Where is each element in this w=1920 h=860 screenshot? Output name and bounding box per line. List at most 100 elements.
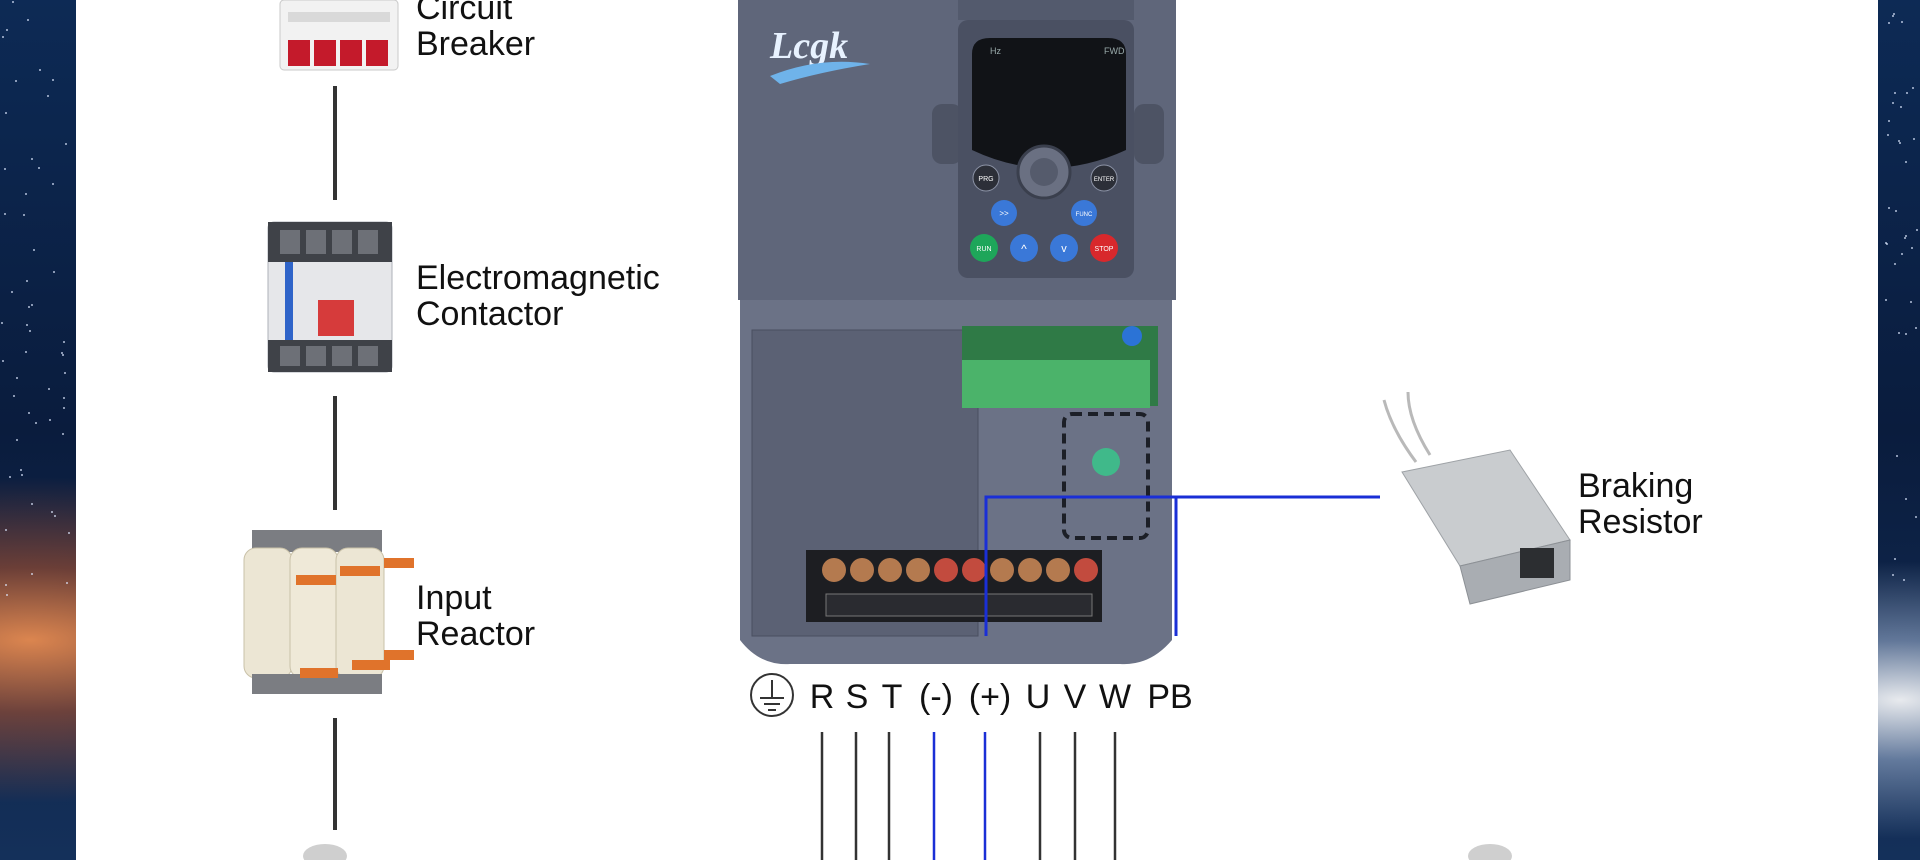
input-reactor-label-line2: Reactor	[416, 615, 536, 653]
star	[30, 158, 33, 161]
braking-resistor-image	[1382, 391, 1571, 605]
shift-key[interactable]	[991, 200, 1017, 226]
stop-key[interactable]	[1090, 234, 1118, 262]
star	[1916, 229, 1919, 232]
star	[26, 323, 29, 326]
star	[1915, 516, 1918, 519]
star	[1901, 252, 1903, 255]
brake-wire-plus	[984, 495, 1380, 636]
star	[53, 515, 56, 518]
star	[1913, 137, 1916, 140]
star	[25, 351, 28, 354]
braking-resistor-label-line1: Braking	[1578, 467, 1694, 505]
brand-logo: Lcgk	[769, 25, 848, 67]
keypad-buttons: PRG ENTER >> FUNC RUN ^ v STOP	[970, 164, 1118, 262]
star	[1905, 234, 1908, 237]
input-reactor-image	[243, 530, 414, 694]
terminal-minus: (-)	[919, 678, 953, 716]
star	[8, 475, 11, 478]
star	[1885, 242, 1888, 245]
prg-key-label: PRG	[978, 176, 993, 183]
up-key[interactable]	[1010, 234, 1038, 262]
star	[37, 167, 40, 170]
star	[6, 594, 9, 597]
star	[51, 183, 54, 186]
terminal-u: U	[1026, 678, 1051, 716]
star	[1898, 332, 1901, 334]
star	[1905, 332, 1908, 335]
star	[1910, 247, 1913, 250]
star	[27, 19, 30, 22]
contactor-label-line1: Electromagnetic	[416, 259, 660, 297]
down-key-label: v	[1061, 243, 1067, 255]
down-key[interactable]	[1050, 234, 1078, 262]
star	[64, 371, 67, 374]
star	[27, 411, 30, 414]
func-key[interactable]	[1071, 200, 1097, 226]
star	[4, 213, 7, 216]
star	[24, 192, 27, 195]
star	[1893, 12, 1896, 15]
star	[1891, 573, 1894, 576]
star	[2, 360, 5, 363]
star	[49, 418, 52, 421]
star	[61, 352, 64, 355]
star	[31, 573, 34, 576]
star	[11, 290, 14, 293]
star	[1884, 299, 1887, 302]
star	[1892, 102, 1895, 105]
circuit-breaker-label-line1: Circuit	[416, 0, 513, 27]
terminal-r: R	[810, 678, 835, 716]
star	[1894, 210, 1897, 213]
star	[14, 80, 17, 83]
run-key-label: RUN	[976, 246, 991, 253]
enter-key[interactable]	[1090, 164, 1118, 192]
star	[33, 248, 36, 251]
terminal-w: W	[1099, 678, 1131, 716]
star	[1893, 92, 1896, 95]
star	[1903, 578, 1906, 581]
stop-key-label: STOP	[1095, 246, 1114, 253]
circuit-breaker-image	[279, 0, 399, 71]
star	[1, 36, 4, 39]
star	[16, 376, 19, 379]
star	[1910, 301, 1913, 304]
star	[1904, 497, 1907, 500]
circuit-breaker-label: Circuit Breaker	[416, 0, 535, 62]
contactor-label: Electromagnetic Contactor	[416, 260, 660, 332]
up-key-label: ^	[1021, 242, 1027, 256]
star	[52, 270, 55, 273]
prg-key[interactable]	[972, 164, 1000, 192]
star	[1903, 237, 1906, 240]
star	[62, 397, 65, 400]
star	[12, 394, 15, 397]
star	[61, 353, 64, 356]
star	[1898, 141, 1901, 144]
star	[39, 69, 42, 72]
star	[25, 280, 28, 283]
star	[61, 433, 64, 436]
star	[62, 341, 65, 344]
star	[22, 214, 25, 217]
terminal-v: V	[1064, 678, 1087, 716]
star	[1886, 134, 1889, 137]
star	[63, 406, 66, 409]
contactor-label-line2: Contactor	[416, 295, 564, 333]
star	[1894, 558, 1897, 561]
star	[47, 94, 50, 97]
ground-icon	[750, 673, 794, 717]
star	[1914, 327, 1917, 330]
star	[1900, 21, 1903, 24]
star	[1891, 14, 1894, 17]
input-reactor-label-line1: Input	[416, 579, 492, 617]
func-key-label: FUNC	[1076, 212, 1093, 218]
star	[1888, 22, 1891, 25]
braking-resistor-label: Braking Resistor	[1578, 468, 1703, 540]
run-key[interactable]	[970, 234, 998, 262]
star	[30, 503, 33, 506]
star	[20, 474, 23, 477]
keypad-hz-indicator: Hz	[990, 46, 1001, 56]
terminal-wires	[820, 732, 1117, 860]
star	[67, 531, 70, 534]
